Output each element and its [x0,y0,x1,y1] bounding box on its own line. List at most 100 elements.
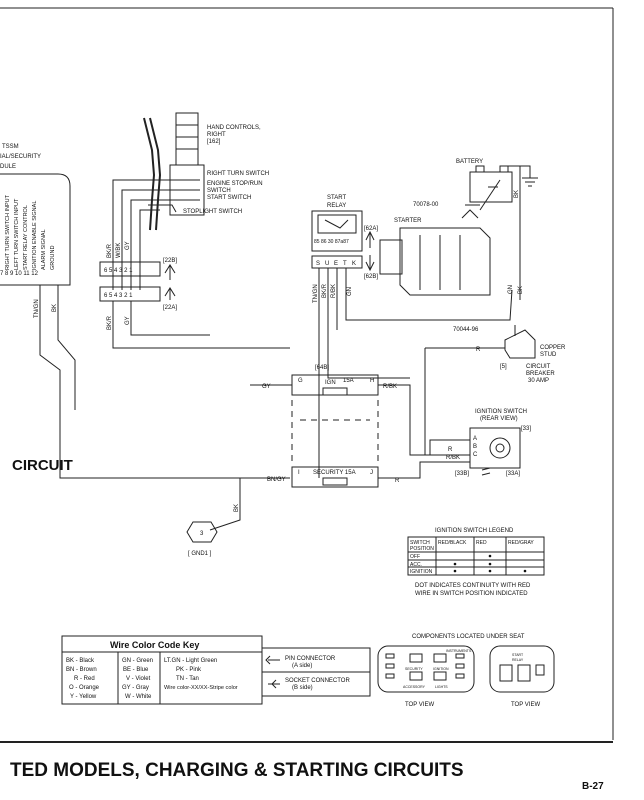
key-col1-5: Y - Yellow [70,694,97,700]
ground-number: 3 [200,531,204,537]
wire-label-bngy: BN/GY [267,477,286,483]
ground-stud [186,521,218,543]
stoplight-switch-label: STOPLIGHT SWITCH [183,209,242,215]
key-col3-1: LT.GN - Light Green [164,658,217,664]
starter-motor [399,227,491,296]
key-col2-5: W - White [125,694,152,700]
engine-stop-label: ENGINE STOP/RUN [207,181,263,187]
circuit-breaker-label: CIRCUIT [526,364,551,370]
conn-22b-pins: 6 5 4 3 2 1 [104,268,133,274]
module-title-1: TSSM [2,144,19,150]
starter-ref: 70078-00 [413,202,439,208]
ignition-switch-label: IGNITION SWITCH [475,409,527,415]
start-relay-label-2: RELAY [327,203,346,209]
conn-22a-pins: 6 5 4 3 2 1 [104,293,133,299]
ignition-switch-view: (REAR VIEW) [480,416,518,422]
relay-conn-t: T [343,261,347,267]
wire-label-gy-3: GY [262,384,271,390]
legend-dot-acc-red [488,562,492,566]
module-pin-numbers: 7 8 9 10 11 12 [0,271,39,277]
key-col3-2: PK - Pink [176,667,202,673]
legend-note-1: DOT INDICATES CONTINUITY WITH RED [415,583,531,589]
ign-fuse-name: IGN [325,380,336,386]
seat-title: COMPONENTS LOCATED UNDER SEAT [412,634,525,640]
seat-label-start: START [512,653,524,657]
legend-dots [453,554,527,573]
start-relay-label: START [327,195,346,201]
copper-stud-label: COPPER [540,345,566,351]
seat-label-relay: RELAY [512,658,524,662]
wire-label-gn: GN [347,287,353,296]
hand-control-grip [175,112,199,166]
wire-label-bk: BK [52,304,58,312]
module-pin-ign: IGNITION ENABLE SIGNAL [32,201,38,270]
copper-ref: 70044-96 [453,327,479,333]
module-pin-alarm: ALARM SIGNAL [41,229,47,270]
legend-row-off: OFF [410,554,420,560]
legend-dot-ign-rb [453,569,457,573]
connector-22b [99,261,161,277]
socket-connector-label: SOCKET CONNECTOR [285,678,350,684]
key-col2-4: GY - Gray [122,685,149,691]
ref-62b: [62B] [364,274,378,280]
circuit-heading: CIRCUIT [12,457,73,474]
module-title-3: DULE [0,164,16,170]
security-fuse [291,466,379,488]
legend-note-2: WIRE IN SWITCH POSITION INDICATED [415,591,528,597]
wire-key-title: Wire Color Code Key [110,640,199,650]
circuit-breaker-label-3: 30 AMP [528,378,549,384]
wire-label-bk-2: BK [518,286,524,294]
relay-conn-u: U [325,261,329,267]
module-title-2: IAL/SECURITY [0,154,41,160]
ref-22a: [22A] [163,305,177,311]
legend-dot-ign-red [488,569,492,573]
ref-33a: [33A] [506,471,520,477]
connector-22a [99,286,161,302]
relay-conn-e: E [334,261,338,267]
legend-header-rb: RED/BLACK [438,540,467,546]
legend-dot-acc-rb [453,562,457,566]
key-col1-2: BN - Brown [66,667,97,673]
seat-label-accessory: ACCESSORY [403,685,426,689]
module-pin-relay: START RELAY CONTROL [23,205,29,270]
hand-controls-label-2: RIGHT [207,132,226,138]
ignition-pin-c: C [473,452,478,458]
ignition-switch [469,427,521,469]
starter-label: STARTER [394,218,422,224]
sec-fuse-right: J [370,470,373,476]
page-number: B-27 [582,781,604,792]
wire-label-gn-2: GN [508,285,514,294]
key-col2-2: BE - Blue [123,667,149,673]
wire-label-r: R [476,347,481,353]
wire-label-wbk: W/BK [116,243,122,258]
battery-label: BATTERY [456,159,483,165]
relay-conn-k: K [352,261,356,267]
wire-label-rbk-2: R/BK [383,384,397,390]
key-col1-4: O - Orange [69,685,100,691]
security-module [0,173,71,286]
wire-label-bkr: BK/R [107,243,113,258]
relay-pins: 85 86 30 87a87 [314,239,349,245]
module-pin-ground: GROUND [50,246,56,270]
module-pin-rt: RIGHT TURN SWITCH INPUT [5,194,11,270]
wire-label-rbk: R/BK [331,284,337,298]
ign-fuse-amps: 15A [343,378,354,384]
hand-controls-label: HAND CONTROLS, [207,125,261,131]
ign-fuse-right: H [370,378,374,384]
wire-label-bkr-3: BK/R [322,283,328,298]
key-col2-3: V - Violet [126,676,151,682]
wire-label-tngn: TN/GN [34,299,40,318]
socket-connector-side: (B side) [292,685,313,691]
seat-label-security: SECURITY [405,667,423,671]
key-col1-3: R - Red [74,676,95,682]
start-switch-label: START SWITCH [207,195,251,201]
copper-stud-label-2: STUD [540,352,557,358]
sec-fuse-left: I [298,470,300,476]
legend-header-r: RED [476,540,487,546]
legend-row-ign: IGNITION [410,569,433,575]
legend-row-acc: ACC. [410,562,422,568]
key-col1-1: BK - Black [66,658,95,664]
legend-header-rg: RED/GRAY [508,540,534,546]
